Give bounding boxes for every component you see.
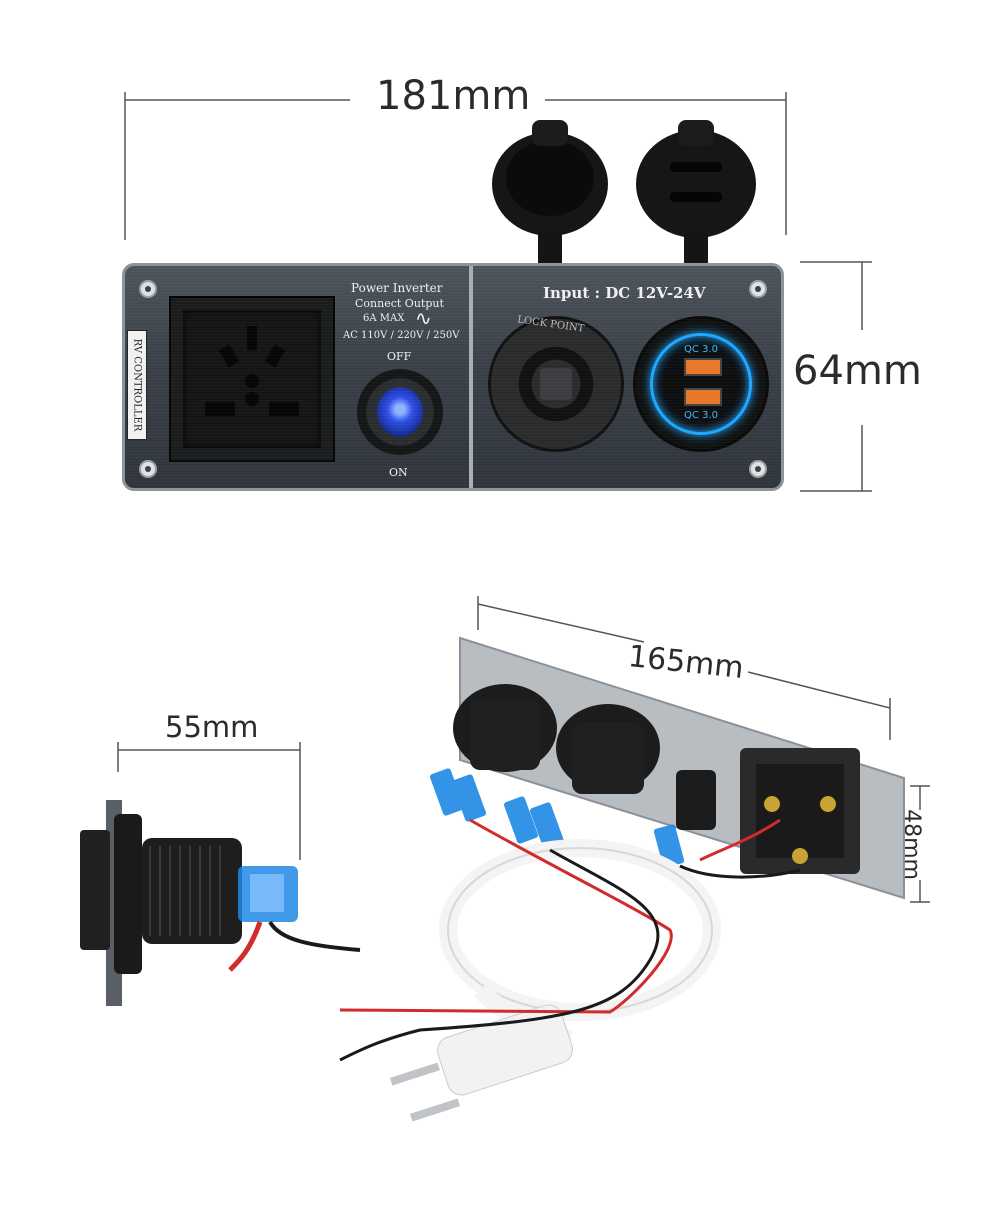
- screw-icon: [139, 280, 157, 298]
- usb-socket-side-view: [80, 800, 361, 1006]
- switch-panel-front: RV CONTROLLER Power Inverter Connect Out…: [122, 263, 784, 491]
- ac-symbol-icon: ∿: [415, 306, 432, 330]
- rocker-switch[interactable]: [357, 369, 443, 455]
- cigarette-lighter-socket[interactable]: [488, 316, 624, 452]
- width-dimension-line: [124, 92, 872, 492]
- width-dimension-label: 181mm: [376, 73, 531, 119]
- usb-glow-ring: QC 3.0 QC 3.0: [650, 333, 752, 435]
- switch-on-label: ON: [389, 466, 408, 479]
- side-depth-label: 55mm: [165, 710, 259, 744]
- screw-icon: [139, 460, 157, 478]
- side-depth-dimension-line: [117, 742, 301, 860]
- universal-ac-outlet[interactable]: [169, 296, 335, 462]
- screw-icon: [749, 280, 767, 298]
- switch-led-icon: [377, 387, 423, 437]
- usb-port-2-label: QC 3.0: [684, 410, 718, 421]
- back-width-dimension-line: [477, 596, 930, 903]
- inverter-subtitle: Connect Output: [355, 297, 444, 310]
- screw-icon: [749, 460, 767, 478]
- usb-port-icon[interactable]: [684, 358, 722, 376]
- usb-port-1-label: QC 3.0: [684, 344, 718, 355]
- lock-point-label: LOCK POINT: [516, 314, 585, 335]
- usb-port-icon[interactable]: [684, 388, 722, 406]
- inverter-title: Power Inverter: [351, 281, 443, 295]
- height-dimension-label: 64mm: [793, 348, 922, 394]
- max-current-label: 6A MAX: [363, 313, 405, 324]
- usb-socket-cap: [636, 120, 756, 280]
- panel-back-view: [339, 636, 905, 1122]
- dc-input-label: Input : DC 12V-24V: [543, 284, 706, 302]
- panel-divider: [469, 266, 473, 488]
- voltage-label: AC 110V / 220V / 250V: [343, 330, 460, 341]
- dual-usb-charger[interactable]: QC 3.0 QC 3.0: [633, 316, 769, 452]
- rv-controller-label: RV CONTROLLER: [127, 330, 147, 440]
- switch-off-label: OFF: [387, 350, 412, 363]
